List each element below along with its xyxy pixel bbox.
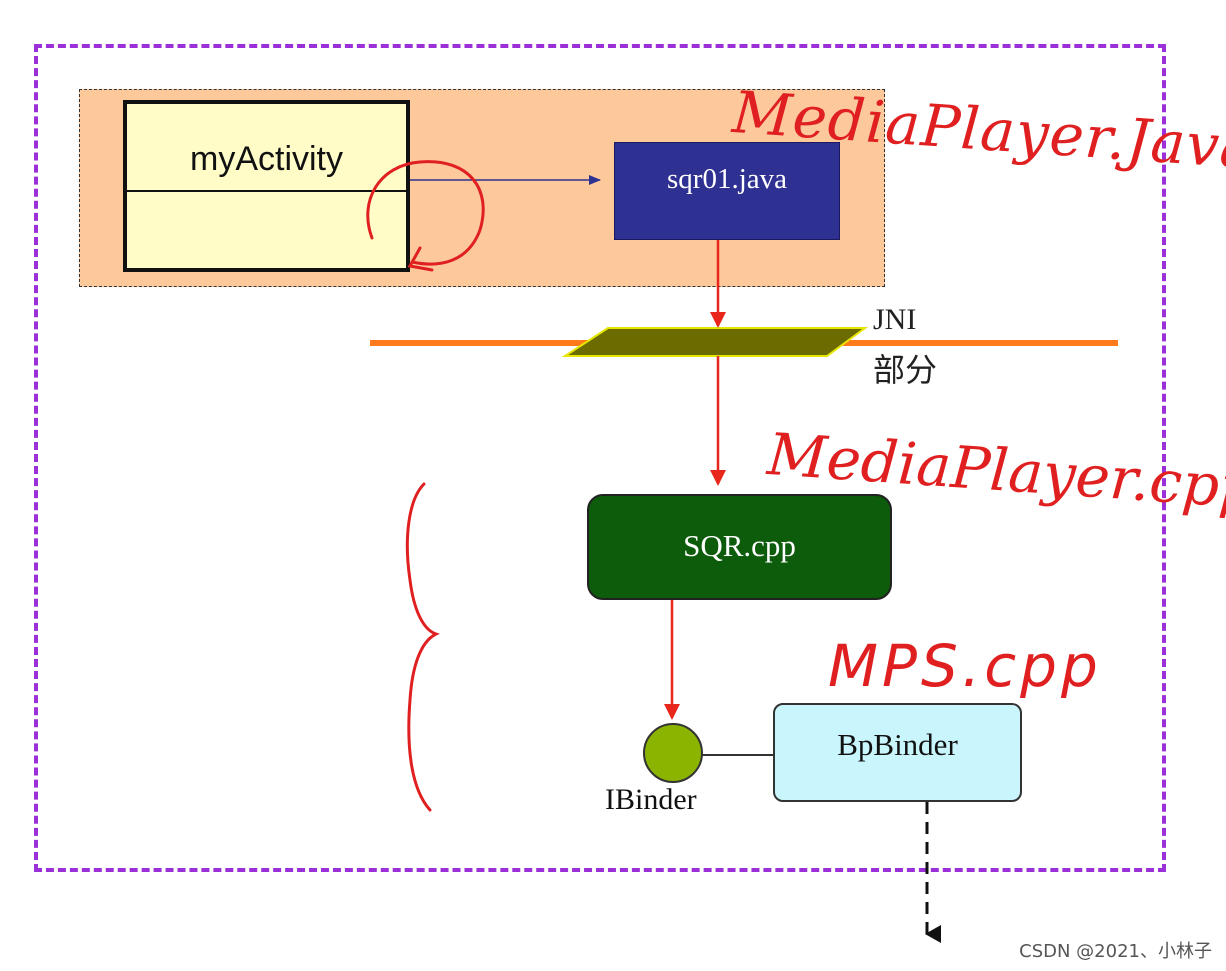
activity-class-box: myActivity: [123, 100, 410, 272]
service-file-annotation: MPS.cpp: [828, 632, 1102, 700]
process-boundary-frame: [34, 44, 1166, 872]
ibinder-lollipop-icon: [643, 723, 703, 783]
native-cpp-label: SQR.cpp: [683, 528, 796, 563]
bpbinder-box: BpBinder: [773, 703, 1022, 802]
ibinder-label: IBinder: [605, 783, 697, 816]
handwritten-annotations: [366, 160, 485, 812]
activity-self-loop-arrowhead: [407, 246, 434, 272]
bpbinder-label: BpBinder: [837, 727, 958, 762]
java-class-label: sqr01.java: [667, 163, 787, 195]
java-class-box: sqr01.java: [614, 142, 840, 240]
jni-label: JNI: [873, 303, 917, 336]
watermark-text: CSDN @2021、小林子: [1019, 941, 1212, 962]
jni-sublabel: 部分: [873, 351, 938, 389]
jni-bridge-shape: [561, 327, 869, 357]
native-cpp-box: SQR.cpp: [587, 494, 892, 600]
activity-class-label: myActivity: [190, 140, 343, 178]
activity-class-divider: [127, 190, 406, 192]
native-layer-brace: [405, 482, 440, 812]
activity-self-loop-scribble: [366, 160, 485, 266]
